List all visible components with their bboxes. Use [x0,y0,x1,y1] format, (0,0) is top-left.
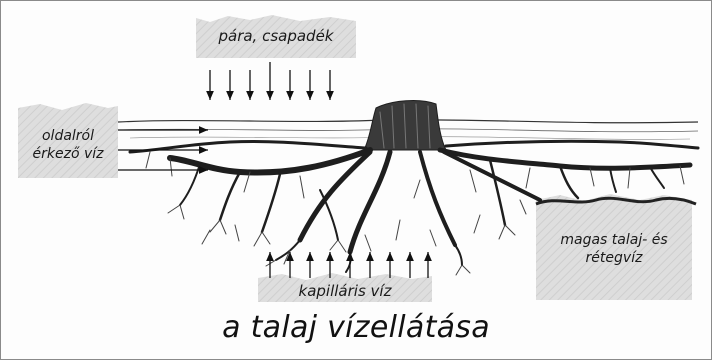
diagram-title: a talaj vízellátása [0,310,712,345]
lateral-water-label-line2: érkező víz [18,146,118,162]
precipitation-arrows [210,62,330,100]
lateral-water-label-line1: oldalról [18,128,118,144]
capillary-label: kapilláris víz [258,282,432,300]
groundwater-label-line1: magas talaj- és [536,232,692,248]
groundwater-label-line2: rétegvíz [536,250,692,266]
precipitation-label: pára, csapadék [196,27,356,45]
